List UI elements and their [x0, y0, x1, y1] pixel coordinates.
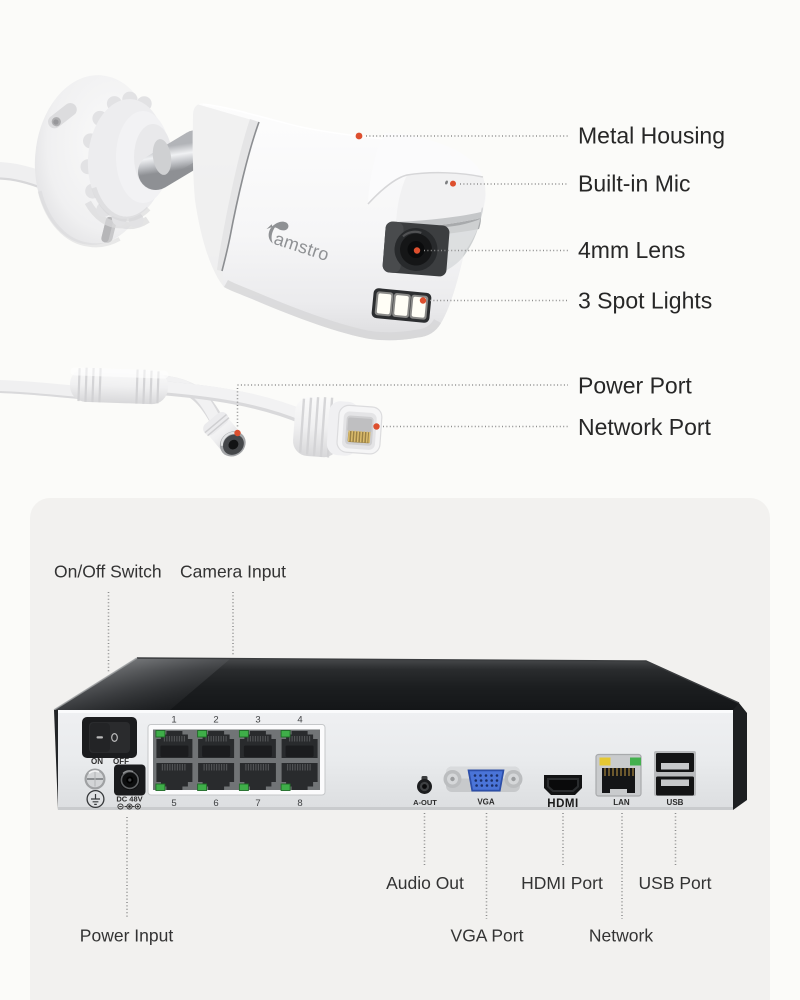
- svg-text:Power Port: Power Port: [578, 373, 692, 399]
- svg-text:5: 5: [171, 798, 176, 809]
- svg-text:7: 7: [255, 798, 260, 809]
- svg-text:3: 3: [255, 715, 260, 726]
- svg-text:Camera Input: Camera Input: [180, 562, 286, 582]
- svg-text:Network: Network: [589, 926, 653, 946]
- svg-text:DC 48V: DC 48V: [116, 795, 142, 804]
- svg-text:6: 6: [213, 798, 218, 809]
- svg-text:USB Port: USB Port: [639, 873, 712, 893]
- svg-text:VGA: VGA: [477, 798, 495, 807]
- svg-text:Power Input: Power Input: [80, 926, 174, 946]
- svg-text:8: 8: [297, 798, 302, 809]
- svg-text:Built-in Mic: Built-in Mic: [578, 171, 690, 197]
- svg-text:HDMI Port: HDMI Port: [521, 873, 603, 893]
- svg-text:4: 4: [297, 715, 302, 726]
- svg-text:Metal Housing: Metal Housing: [578, 123, 725, 149]
- svg-text:1: 1: [171, 715, 176, 726]
- svg-text:HDMI: HDMI: [547, 798, 578, 810]
- svg-text:A-OUT: A-OUT: [413, 798, 437, 807]
- svg-text:4mm Lens: 4mm Lens: [578, 237, 685, 263]
- svg-text:2: 2: [213, 715, 218, 726]
- svg-text:VGA Port: VGA Port: [451, 926, 524, 946]
- svg-text:ON: ON: [91, 757, 103, 766]
- svg-text:Audio Out: Audio Out: [386, 873, 464, 893]
- svg-text:LAN: LAN: [613, 798, 630, 807]
- svg-text:OFF: OFF: [113, 757, 129, 766]
- svg-text:Network Port: Network Port: [578, 414, 712, 440]
- svg-text:3 Spot Lights: 3 Spot Lights: [578, 288, 712, 314]
- svg-text:USB: USB: [667, 798, 684, 807]
- svg-text:On/Off Switch: On/Off Switch: [54, 562, 162, 582]
